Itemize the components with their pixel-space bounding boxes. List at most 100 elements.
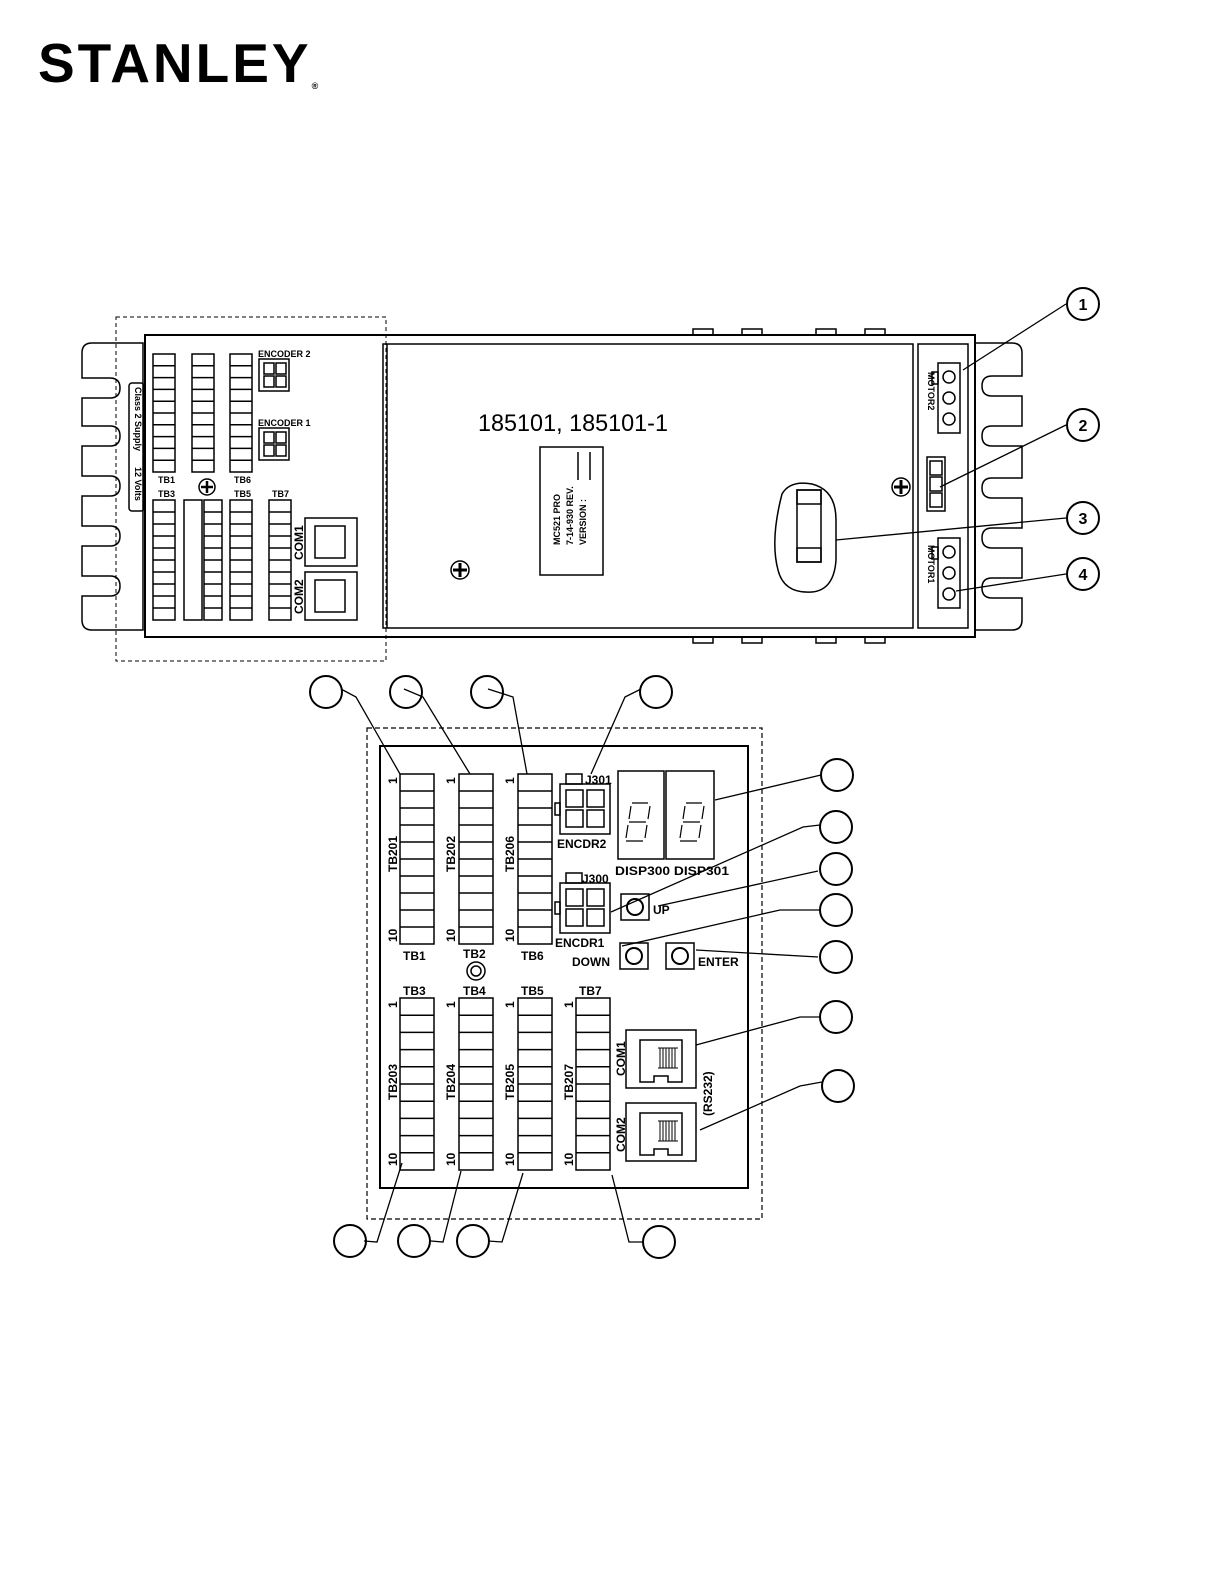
ov-tb1-label: TB1 [158, 475, 175, 485]
pin-first-top-1: 1 [444, 777, 458, 784]
j301-label: J301 [585, 773, 612, 787]
pin-first-bottom-3: 1 [562, 1001, 576, 1008]
enter-button-icon [671, 947, 689, 965]
callout-1: 1 [1079, 297, 1088, 314]
overview-terminal-blocks [152, 353, 292, 621]
sticker-line-3: VERSION : [578, 499, 588, 545]
brand-name: STANLEY [38, 32, 312, 94]
pin-first-top-2: 1 [503, 777, 517, 784]
tb7-name: TB7 [579, 984, 602, 998]
tb207-label: TB207 [562, 1064, 576, 1100]
detail-region [115, 316, 387, 662]
mounting-hole-inner [470, 965, 482, 977]
detail-dashed-outline [366, 727, 763, 1220]
detail-board [379, 745, 749, 1189]
tb201-label: TB201 [386, 836, 400, 872]
detail-callout-circles [309, 675, 855, 1259]
encdr1-pin-1 [565, 888, 584, 907]
rs232-label: (RS232) [701, 1071, 715, 1116]
disp300 [617, 770, 665, 860]
overview-encoder1-label: ENCODER 1 [258, 418, 311, 428]
part-numbers: 185101, 185101-1 [478, 410, 668, 437]
encdr1-pin-3 [565, 908, 584, 927]
encdr2-tab [554, 802, 561, 816]
encdr2-pin-3 [565, 809, 584, 828]
tb2-name: TB2 [463, 947, 486, 961]
ov-tb7-label: TB7 [272, 489, 289, 499]
down-button [619, 942, 649, 970]
pin-first-bottom-1: 1 [444, 1001, 458, 1008]
j300-label: J300 [582, 872, 609, 886]
j301-latch [565, 773, 583, 785]
pin-first-bottom-0: 1 [386, 1001, 400, 1008]
pin-last-top-1: 10 [444, 928, 458, 942]
ov-tb1 [152, 353, 176, 473]
detail-tb206 [517, 773, 553, 945]
encdr1-pin-4 [586, 908, 605, 927]
pin-first-top-0: 1 [386, 777, 400, 784]
tb4-name: TB4 [463, 984, 486, 998]
version-sticker [539, 446, 604, 576]
encdr1-tab [554, 901, 561, 915]
supply-label-box [128, 382, 145, 512]
motor-section [917, 343, 969, 629]
callout-3: 3 [1079, 511, 1088, 528]
enter-label: ENTER [698, 955, 739, 969]
down-button-icon [625, 947, 643, 965]
fuse-cutout [774, 482, 837, 593]
com2-label: COM2 [614, 1117, 628, 1152]
ov-tb3 [152, 499, 176, 621]
detail-tb203 [399, 997, 435, 1171]
motor2-label: MOTOR2 [926, 372, 936, 410]
controller-overview: ENCODER 2 ENCODER 1 COM1 COM2 Class 2 Su… [81, 287, 1100, 662]
up-button [620, 893, 650, 921]
detail-terminal-blocks [399, 773, 611, 1171]
pin-last-bottom-0: 10 [386, 1152, 400, 1166]
pin-last-bottom-3: 10 [562, 1152, 576, 1166]
registered-mark: ® [311, 81, 319, 91]
disp-label: DISP300 DISP301 [615, 864, 729, 878]
stanley-logo: STANLEY® [38, 36, 318, 91]
pin-last-bottom-1: 10 [444, 1152, 458, 1166]
encdr2-pin-1 [565, 789, 584, 808]
j300-latch [565, 872, 583, 884]
callout-2: 2 [1079, 418, 1088, 435]
tb6-name: TB6 [521, 949, 544, 963]
mounting-flange [81, 342, 144, 631]
tb5-name: TB5 [521, 984, 544, 998]
detail-tb207 [575, 997, 611, 1171]
overview-callouts [1066, 287, 1100, 591]
pin-last-top-2: 10 [503, 928, 517, 942]
ov-tb3-label: TB3 [158, 489, 175, 499]
encdr1-label: ENCDR1 [555, 936, 605, 950]
encdr2-label: ENCDR2 [557, 837, 607, 851]
screw-icons [198, 477, 911, 580]
down-label: DOWN [572, 955, 610, 969]
ov-tb4 [203, 499, 223, 621]
chassis-tabs [692, 328, 886, 644]
detail-tb202 [458, 773, 494, 945]
tb206-label: TB206 [503, 836, 517, 872]
callout-4: 4 [1079, 567, 1088, 584]
tb203-label: TB203 [386, 1064, 400, 1100]
up-button-icon [626, 898, 644, 916]
ov-tb5 [229, 499, 253, 621]
detail-tb201 [399, 773, 435, 945]
supply-label-bottom: 12 Volts [133, 467, 143, 501]
fuse-cap-top [796, 489, 822, 505]
enter-button [665, 942, 695, 970]
supply-label-top: Class 2 Supply [133, 387, 143, 451]
tb202-label: TB202 [444, 836, 458, 872]
mounting-flange-right [974, 342, 1023, 631]
tb204-label: TB204 [444, 1064, 458, 1100]
motor1-label: MOTOR1 [926, 545, 936, 583]
up-label: UP [653, 903, 670, 917]
overview-com1-label: COM1 [292, 525, 306, 560]
ov-tb6-label: TB6 [234, 475, 251, 485]
connector-detail: TB201 TB202 TB206 TB203 TB204 TB205 TB20… [309, 675, 855, 1259]
cover [382, 343, 914, 629]
sticker-line-1: MC521 PRO [552, 494, 562, 545]
ov-tb6 [229, 353, 253, 473]
